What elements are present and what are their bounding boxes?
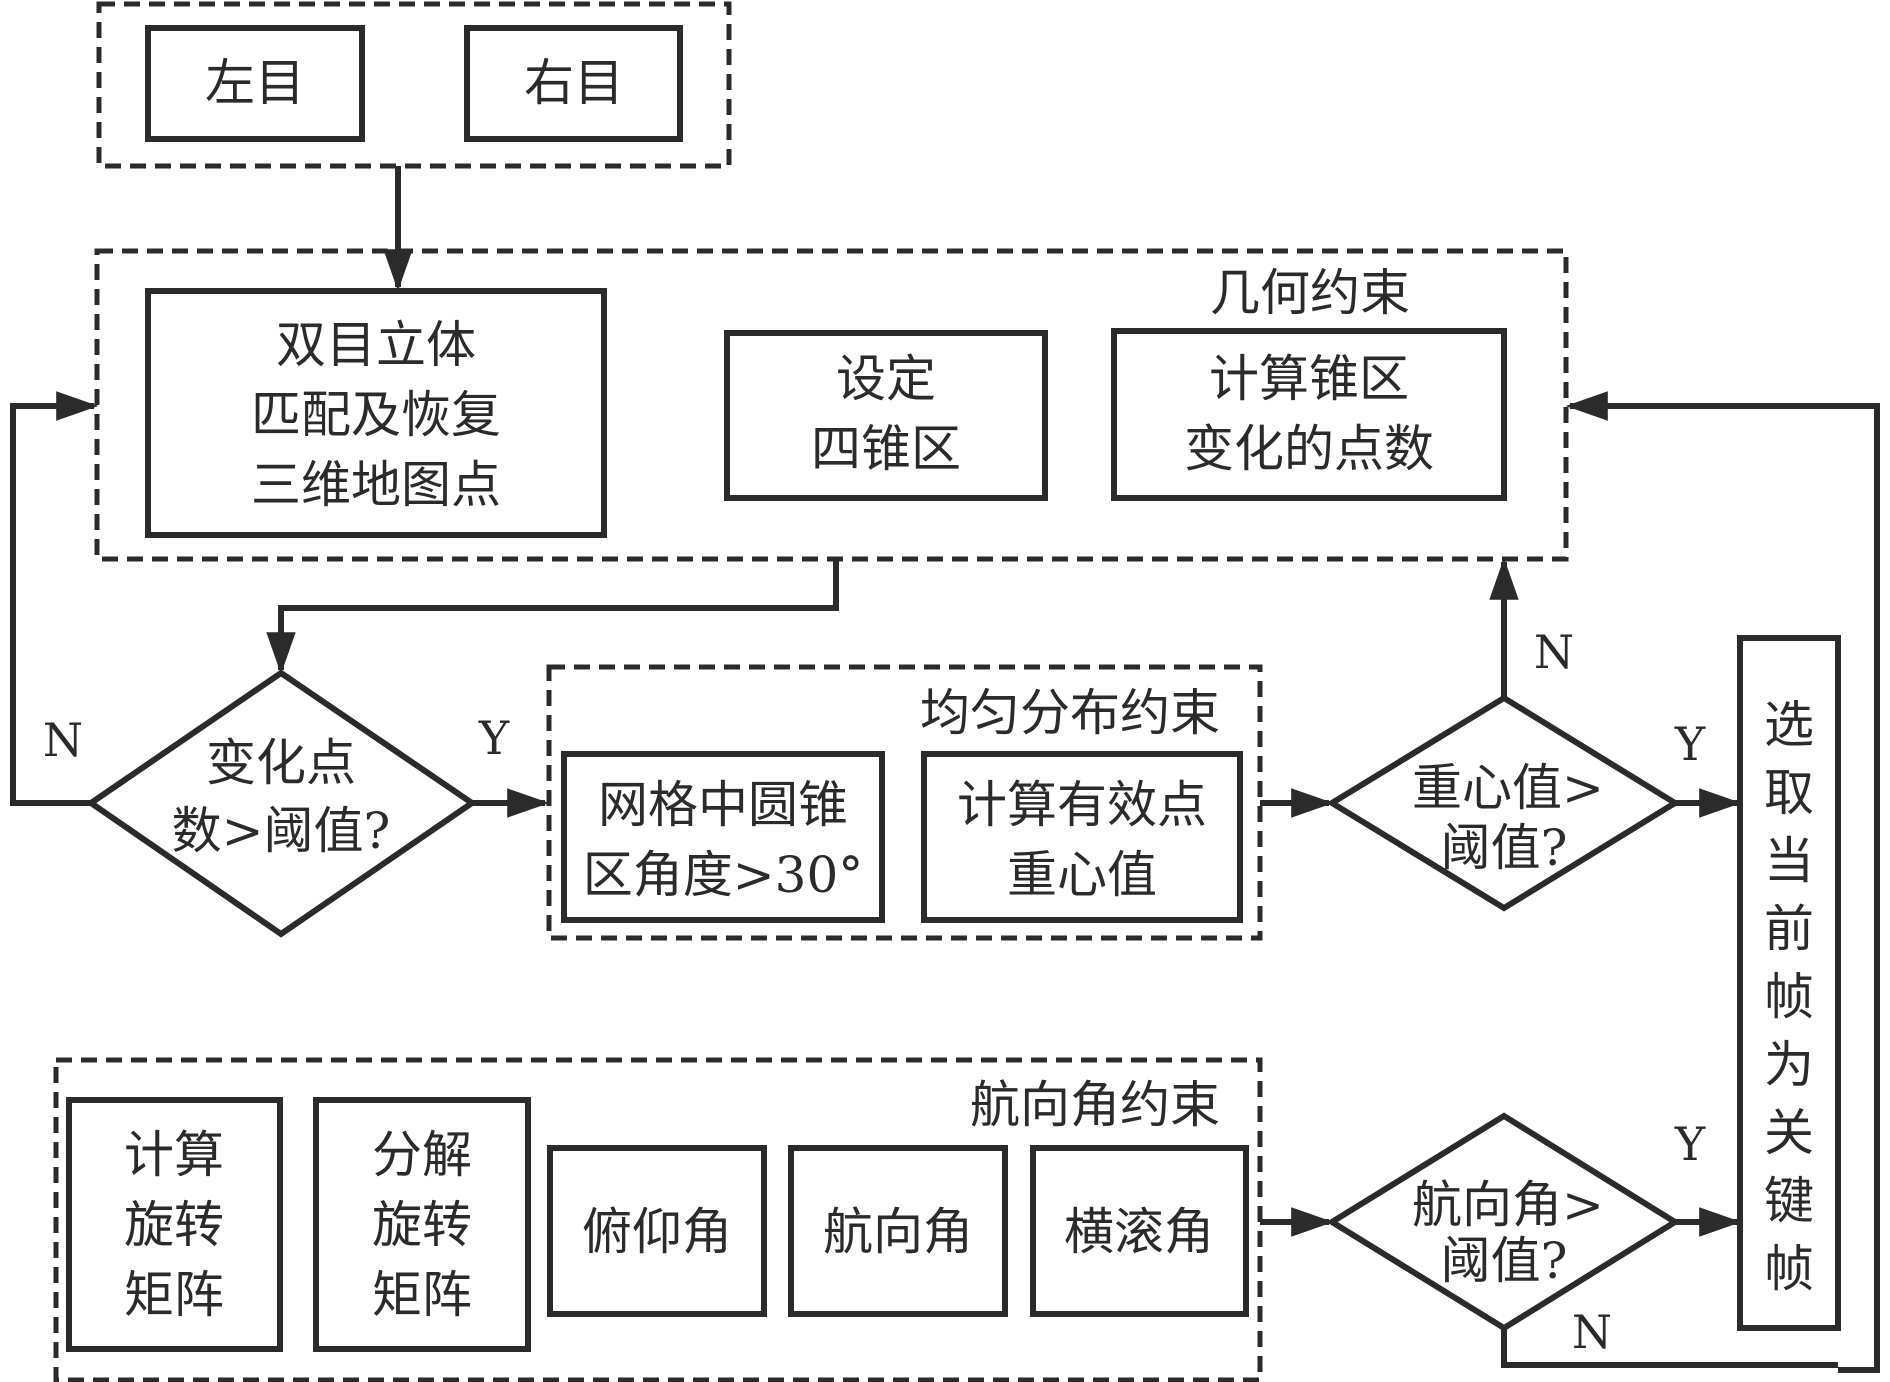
keyframe-char: 选: [1764, 696, 1814, 754]
heading-yes-label: Y: [1674, 1117, 1706, 1171]
keyframe-label: 选 取 当 前 帧 为 关 键 帧: [1764, 696, 1814, 1298]
right-eye-box: [464, 25, 683, 142]
stereo-box: [145, 288, 607, 538]
keyframe-char: 取: [1764, 764, 1814, 822]
count-line-1: 计算锥区: [1209, 350, 1409, 408]
right-eye-label: 右目: [524, 54, 624, 112]
change-no-label: N: [43, 713, 83, 767]
keyframe-char: 帧: [1764, 1240, 1814, 1298]
centroid-box: [921, 751, 1243, 923]
set-cone-line-2: 四锥区: [811, 420, 961, 478]
heading-decision-line-1: 航向角>: [1412, 1176, 1604, 1234]
uniform-group-title: 均匀分布约束: [920, 684, 1220, 742]
yaw-box: [788, 1145, 1008, 1317]
grid-box: [561, 751, 885, 923]
decompose-rotation-box: [313, 1097, 531, 1352]
change-decision-line-1: 变化点: [206, 734, 356, 792]
keyframe-box: [1737, 635, 1841, 1331]
centroid-decision-line-1: 重心值>: [1412, 759, 1604, 817]
decision-change-diamond: [85, 669, 478, 938]
heading-no-label: N: [1572, 1305, 1612, 1359]
keyframe-char: 键: [1764, 1172, 1814, 1230]
set-cone-line-1: 设定: [836, 350, 936, 408]
left-eye-label: 左目: [205, 54, 305, 112]
pitch-label: 俯仰角: [582, 1203, 732, 1261]
set-cone-box: [724, 330, 1048, 501]
left-eye-box: [145, 25, 365, 142]
compute-rotation-line-2: 旋转: [124, 1196, 224, 1254]
line-heading-no: [1501, 1328, 1838, 1368]
grid-line-1: 网格中圆锥: [598, 776, 848, 834]
roll-box: [1030, 1145, 1249, 1317]
keyframe-char: 为: [1764, 1036, 1814, 1094]
arrow-change-no-loop: [10, 391, 99, 806]
pitch-box: [547, 1145, 767, 1317]
change-yes-label: Y: [478, 711, 510, 765]
keyframe-char: 帧: [1764, 968, 1814, 1026]
compute-rotation-line-1: 计算: [124, 1126, 224, 1184]
input-group-frame: [96, 1, 732, 169]
yaw-label: 航向角: [823, 1203, 973, 1261]
decision-centroid-diamond: [1326, 694, 1681, 912]
grid-line-2: 区角度>30°: [583, 846, 864, 904]
count-box: [1111, 328, 1507, 501]
compute-rotation-line-3: 矩阵: [124, 1266, 224, 1324]
compute-rotation-box: [66, 1097, 283, 1352]
centroid-line-2: 重心值: [1007, 846, 1157, 904]
centroid-no-label: N: [1534, 625, 1574, 679]
arrow-geometry-to-change: [266, 559, 839, 675]
decompose-rotation-line-1: 分解: [372, 1126, 472, 1184]
decompose-rotation-line-3: 矩阵: [372, 1266, 472, 1324]
keyframe-char: 关: [1764, 1104, 1814, 1162]
heading-group-title: 航向角约束: [970, 1076, 1220, 1134]
arrow-keyframe-loop: [1565, 391, 1880, 1373]
centroid-decision-line-2: 阈值?: [1441, 819, 1568, 877]
count-line-2: 变化的点数: [1184, 420, 1434, 478]
stereo-line-2: 匹配及恢复: [251, 386, 501, 444]
keyframe-char: 当: [1764, 832, 1814, 890]
centroid-yes-label: Y: [1674, 717, 1706, 771]
keyframe-char: 前: [1764, 900, 1814, 958]
stereo-line-1: 双目立体: [276, 316, 476, 374]
roll-label: 横滚角: [1064, 1203, 1214, 1261]
geometry-group-title: 几何约束: [1210, 264, 1410, 322]
stereo-line-3: 三维地图点: [251, 456, 501, 514]
change-decision-line-2: 数>阈值?: [172, 802, 391, 860]
decompose-rotation-line-2: 旋转: [372, 1196, 472, 1254]
heading-decision-line-2: 阈值?: [1441, 1232, 1568, 1290]
centroid-line-1: 计算有效点: [957, 776, 1207, 834]
